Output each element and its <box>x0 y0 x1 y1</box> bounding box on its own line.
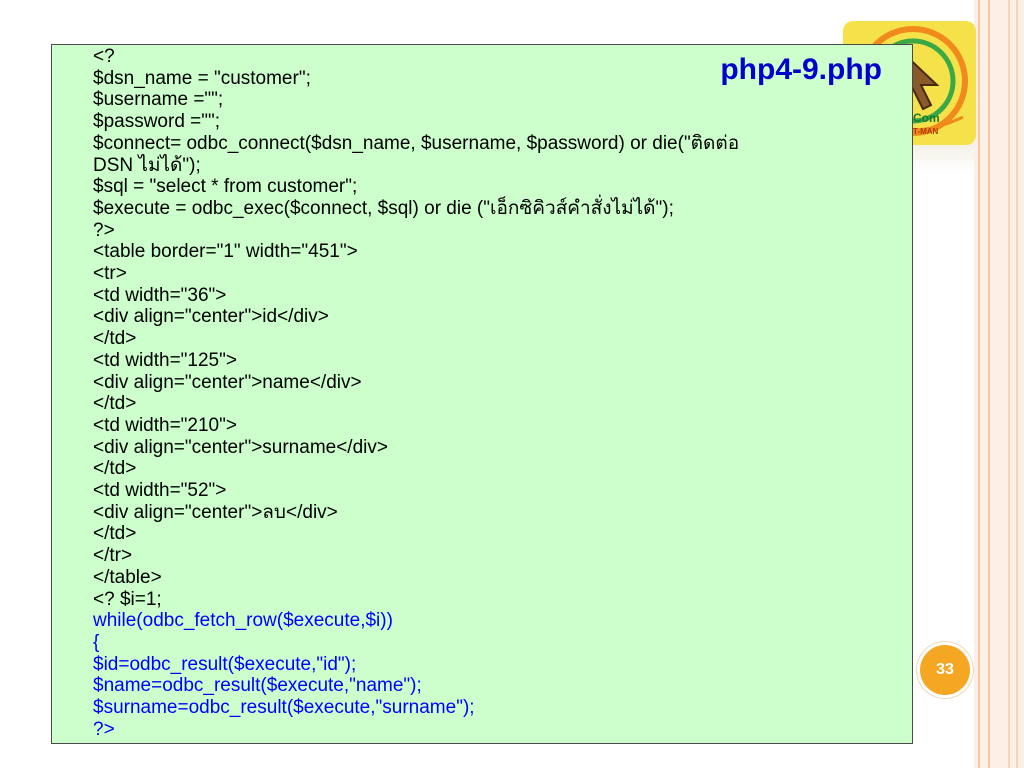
code-line: <? <box>93 46 115 67</box>
code-line: { <box>93 631 100 653</box>
code-line: <table border="1" width="451"> <box>93 241 358 263</box>
stripe <box>978 0 980 768</box>
code-box: <?$dsn_name = "customer";$username ="";$… <box>51 44 913 744</box>
code-line: <div align="center">surname</div> <box>93 436 388 458</box>
code-line: <td width="125"> <box>93 349 237 371</box>
decorative-stripes <box>974 0 1024 768</box>
code-line: $sql = "select * from customer"; <box>93 176 358 198</box>
code-line: <td width="36"> <box>93 284 227 306</box>
code-line: </td> <box>93 458 137 480</box>
code-line: $username =""; <box>93 89 224 111</box>
code-line: while(odbc_fetch_row($execute,$i)) <box>93 610 393 632</box>
code-line: <div align="center">ลบ</div> <box>93 501 338 523</box>
code-line: $name=odbc_result($execute,"name"); <box>93 675 422 697</box>
code-line: </td> <box>93 523 137 545</box>
code-line: </td> <box>93 393 137 415</box>
code-lines: <?$dsn_name = "customer";$username ="";$… <box>93 46 739 741</box>
code-line: $id=odbc_result($execute,"id"); <box>93 653 357 675</box>
code-line: <tr> <box>93 263 127 285</box>
stripe <box>988 0 990 768</box>
code-line: $password =""; <box>93 111 221 133</box>
code-line: $surname=odbc_result($execute,"surname")… <box>93 697 475 719</box>
code-line: $connect= odbc_connect($dsn_name, $usern… <box>93 132 740 154</box>
code-line: DSN ไม่ได้"); <box>93 154 201 176</box>
code-line: <? $i=1; <box>93 588 162 610</box>
page-number-badge: 33 <box>920 645 970 695</box>
code-line: $dsn_name = "customer"; <box>93 67 311 89</box>
code-line: <td width="210"> <box>93 414 237 436</box>
file-title: php4-9.php <box>720 53 882 86</box>
stripe <box>1016 0 1018 768</box>
code-line: <div align="center">id</div> <box>93 306 329 328</box>
code-line: ?> <box>93 718 115 740</box>
stripe <box>1008 0 1010 768</box>
code-line: ?> <box>93 219 115 241</box>
code-line: $execute = odbc_exec($connect, $sql) or … <box>93 197 674 219</box>
code-line: <td width="52"> <box>93 480 227 502</box>
code-line: </table> <box>93 566 162 588</box>
code-line: </tr> <box>93 545 133 567</box>
code-line: <div align="center">name</div> <box>93 371 362 393</box>
code-line: </td> <box>93 328 137 350</box>
logo-subtext: T-MAN <box>913 127 939 136</box>
